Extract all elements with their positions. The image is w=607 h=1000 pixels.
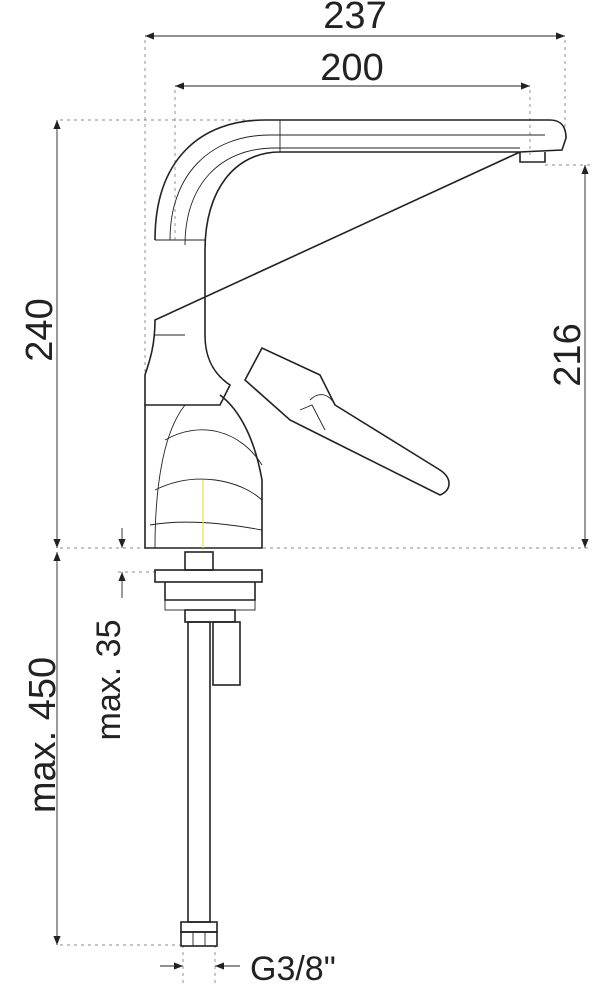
max-hose-length-label: max. 450 (22, 657, 64, 813)
dim-max-deck-thickness: max. 35 (90, 528, 160, 740)
dim-overall-width: 237 (144, 0, 566, 400)
max-deck-thickness-label: max. 35 (90, 620, 128, 741)
connection-thread-label: G3/8" (250, 950, 336, 988)
dim-connection-thread: G3/8" (160, 945, 336, 988)
overall-height-label: 240 (19, 298, 61, 361)
dim-max-hose-length: max. 450 (22, 552, 180, 946)
dim-spout-reach: 200 (174, 47, 531, 240)
mounting-hardware (154, 551, 263, 947)
dim-overall-height: 240 (19, 119, 250, 548)
spout-reach-label: 200 (320, 47, 383, 89)
faucet-outline (144, 119, 567, 549)
overall-width-label: 237 (323, 0, 386, 37)
spout-height-label: 216 (547, 323, 589, 386)
dim-spout-height: 216 (60, 164, 590, 549)
